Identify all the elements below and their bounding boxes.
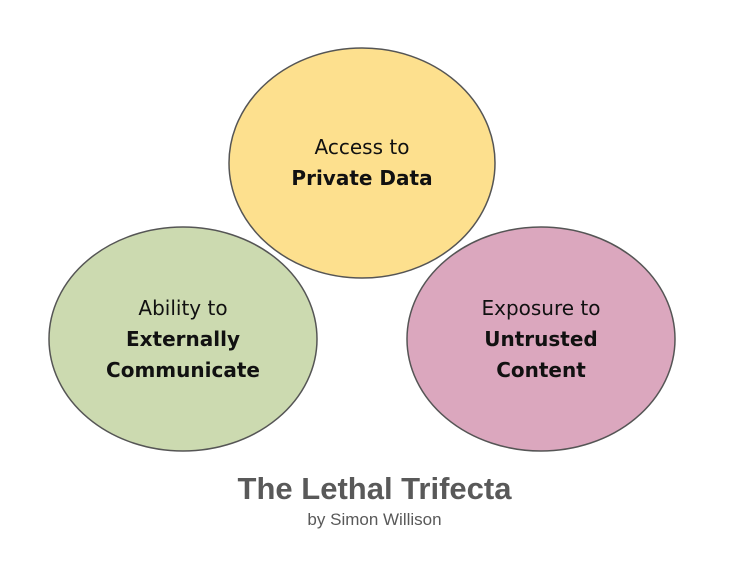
external-communicate-label: Ability to Externally Communicate bbox=[53, 293, 313, 386]
diagram-subtitle: by Simon Willison bbox=[307, 510, 442, 529]
label-line: Access to bbox=[314, 135, 410, 159]
diagram-title: The Lethal Trifecta bbox=[237, 471, 512, 506]
label-bold: Communicate bbox=[106, 358, 260, 382]
untrusted-content-circle bbox=[406, 226, 676, 452]
label-line: Exposure to bbox=[481, 296, 601, 320]
untrusted-content-label: Exposure to Untrusted Content bbox=[411, 293, 671, 386]
private-data-circle bbox=[228, 47, 496, 279]
label-bold: Externally bbox=[125, 327, 241, 351]
label-bold: Private Data bbox=[291, 166, 433, 190]
label-bold: Content bbox=[496, 358, 586, 382]
external-communicate-circle bbox=[48, 226, 318, 452]
private-data-label: Access to Private Data bbox=[232, 132, 492, 194]
label-bold: Untrusted bbox=[484, 327, 598, 351]
label-line: Ability to bbox=[138, 296, 228, 320]
